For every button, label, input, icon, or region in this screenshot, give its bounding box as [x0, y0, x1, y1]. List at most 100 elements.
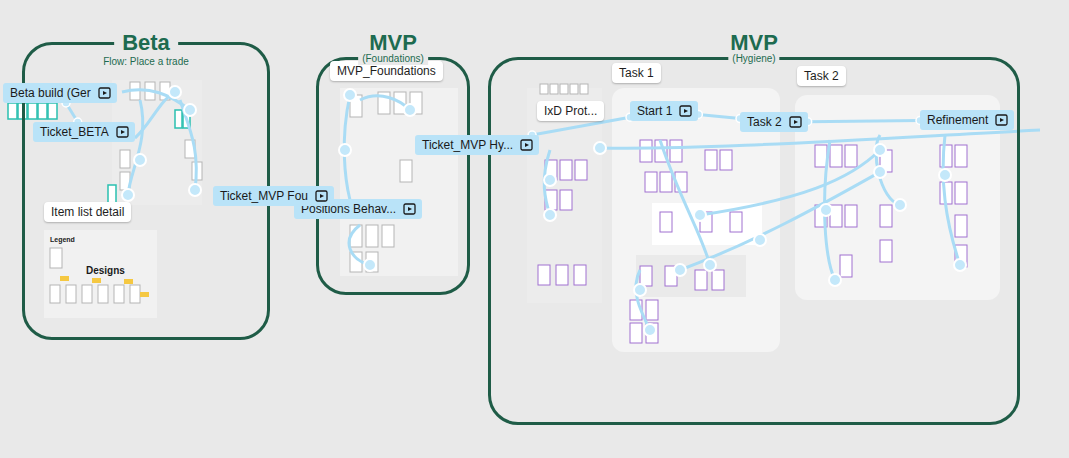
screen-thumb [183, 110, 190, 128]
link-icon-play [794, 120, 798, 124]
screen-thumb [50, 248, 62, 268]
screen-thumb [840, 255, 852, 277]
screen-thumb [730, 212, 742, 232]
flow-dot [364, 259, 376, 271]
screen-thumb [700, 212, 712, 232]
sticky-note [124, 279, 133, 284]
flow-dot [874, 166, 886, 178]
flow-dot [404, 104, 416, 116]
link-pill: Ticket_MVP Fou [213, 186, 334, 206]
screen-thumb [830, 205, 842, 227]
screen-thumb [114, 285, 124, 303]
grey-screens [50, 82, 588, 303]
screen-thumb [955, 245, 967, 267]
screen-thumb [630, 300, 642, 320]
link-icon-frame [996, 115, 1007, 125]
flow-dot [894, 199, 906, 211]
screen-thumb [130, 82, 140, 100]
sticky-note [92, 278, 101, 283]
screen-thumb [815, 145, 827, 167]
screen-thumb [655, 140, 667, 162]
frame-panel [652, 203, 762, 245]
screen-thumb [845, 205, 857, 227]
flow-curve [680, 172, 880, 270]
screen-thumb [955, 215, 967, 237]
screen-thumb [705, 150, 717, 170]
flow-curve [876, 135, 900, 205]
link-icon-frame [521, 140, 532, 150]
screen-thumb [940, 145, 952, 167]
sticky-note [140, 292, 149, 297]
flow-curve [943, 135, 960, 265]
screen-thumb [550, 84, 558, 94]
screen-thumb [540, 84, 548, 94]
frame-group: Start 1 Task 1 [612, 63, 780, 352]
screen-thumb [645, 172, 657, 192]
pill-text: Ticket_MVP Hy... [422, 138, 513, 152]
frame-panel [795, 95, 1000, 300]
flow-dot [820, 204, 832, 216]
flow-dot [134, 154, 146, 166]
screen-thumb [830, 145, 842, 167]
screen-thumb [880, 205, 892, 227]
screen-thumb [640, 140, 652, 162]
flow-curve [825, 140, 835, 280]
screen-thumb [720, 150, 732, 170]
screen-thumb [394, 92, 406, 114]
flow-dot [644, 324, 656, 336]
flow-dot [704, 259, 716, 271]
flow-curve [349, 225, 370, 265]
screen-thumb [560, 160, 572, 180]
link-pill: Refinement [920, 110, 1014, 130]
screen-thumb [50, 285, 60, 303]
screen-thumb [940, 182, 952, 204]
flow-curve [344, 95, 350, 200]
link-icon-frame [790, 117, 801, 127]
frame-panel [44, 230, 157, 318]
screen-thumb [880, 240, 892, 262]
flow-dot [122, 189, 134, 201]
pill-text: Beta build (Ger [10, 86, 91, 100]
pill-text: Start 1 [637, 104, 672, 118]
screen-thumb [410, 92, 422, 114]
frame-label: Task 1 [612, 63, 661, 83]
flow-curve [600, 130, 1040, 148]
screen-thumb [350, 225, 362, 247]
flow-curve [700, 150, 880, 215]
pill-text: Task 2 [747, 115, 782, 129]
frame-panel [112, 80, 202, 205]
link-icon-frame [316, 191, 327, 201]
link-icon [679, 105, 692, 117]
link-pill: Ticket_BETA [33, 122, 135, 142]
pill-text: Ticket_MVP Fou [220, 189, 308, 203]
screen-thumb [382, 225, 394, 247]
screen-thumb [646, 300, 658, 320]
screen-thumb [366, 225, 378, 247]
section-title: Beta [114, 30, 178, 56]
screen-thumb [580, 84, 588, 94]
section-subtitle: Flow: Place a trade [99, 56, 193, 68]
flow-dot [829, 274, 841, 286]
screen-thumb [400, 160, 412, 182]
board-label: Designs [86, 265, 125, 276]
flow-dot [544, 209, 556, 221]
screen-thumb [350, 95, 362, 117]
frame-panels [44, 80, 1000, 352]
flow-dot [544, 174, 556, 186]
screen-thumb [560, 84, 568, 94]
flow-dot [344, 89, 356, 101]
frame-label: IxD Prot... [537, 101, 604, 121]
flow-dot [874, 144, 886, 156]
link-icon [116, 126, 129, 138]
link-pill: Ticket_MVP Hy... [415, 135, 539, 155]
screen-thumb [38, 103, 47, 119]
frame-group: Positions Behav...MVP_Foundations [330, 61, 460, 276]
section-frame: Positions Behav...MVP_FoundationsMVP(Fou… [316, 57, 470, 295]
flow-connector-group [694, 110, 744, 122]
screen-thumb [185, 140, 195, 158]
flow-connector [698, 114, 740, 118]
flow-curve [122, 90, 190, 110]
screen-thumb [98, 285, 108, 303]
